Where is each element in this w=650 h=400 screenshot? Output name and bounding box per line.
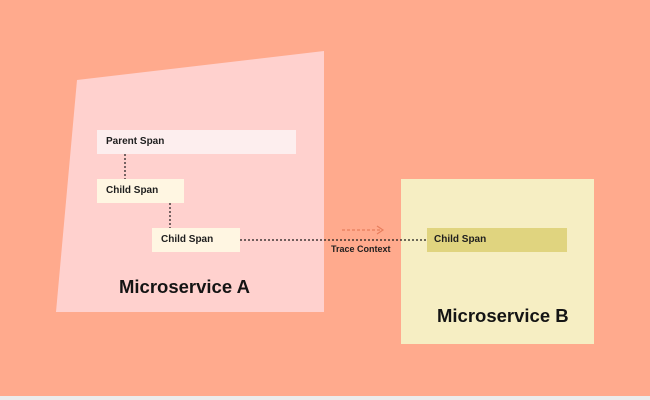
trace-context-label: Trace Context xyxy=(331,244,391,254)
child-span-box-2: Child Span xyxy=(152,228,240,252)
child-span-box-1: Child Span xyxy=(97,179,184,203)
microservice-b-shape xyxy=(401,179,594,344)
microservice-a-shape xyxy=(56,51,324,312)
bottom-edge xyxy=(0,396,650,400)
parent-span-box: Parent Span xyxy=(97,130,296,154)
remote-child-span-box: Child Span xyxy=(427,228,567,252)
microservice-a-label: Microservice A xyxy=(119,276,250,297)
trace-direction-arrow-icon xyxy=(342,225,385,235)
microservice-b-label: Microservice B xyxy=(437,305,569,326)
